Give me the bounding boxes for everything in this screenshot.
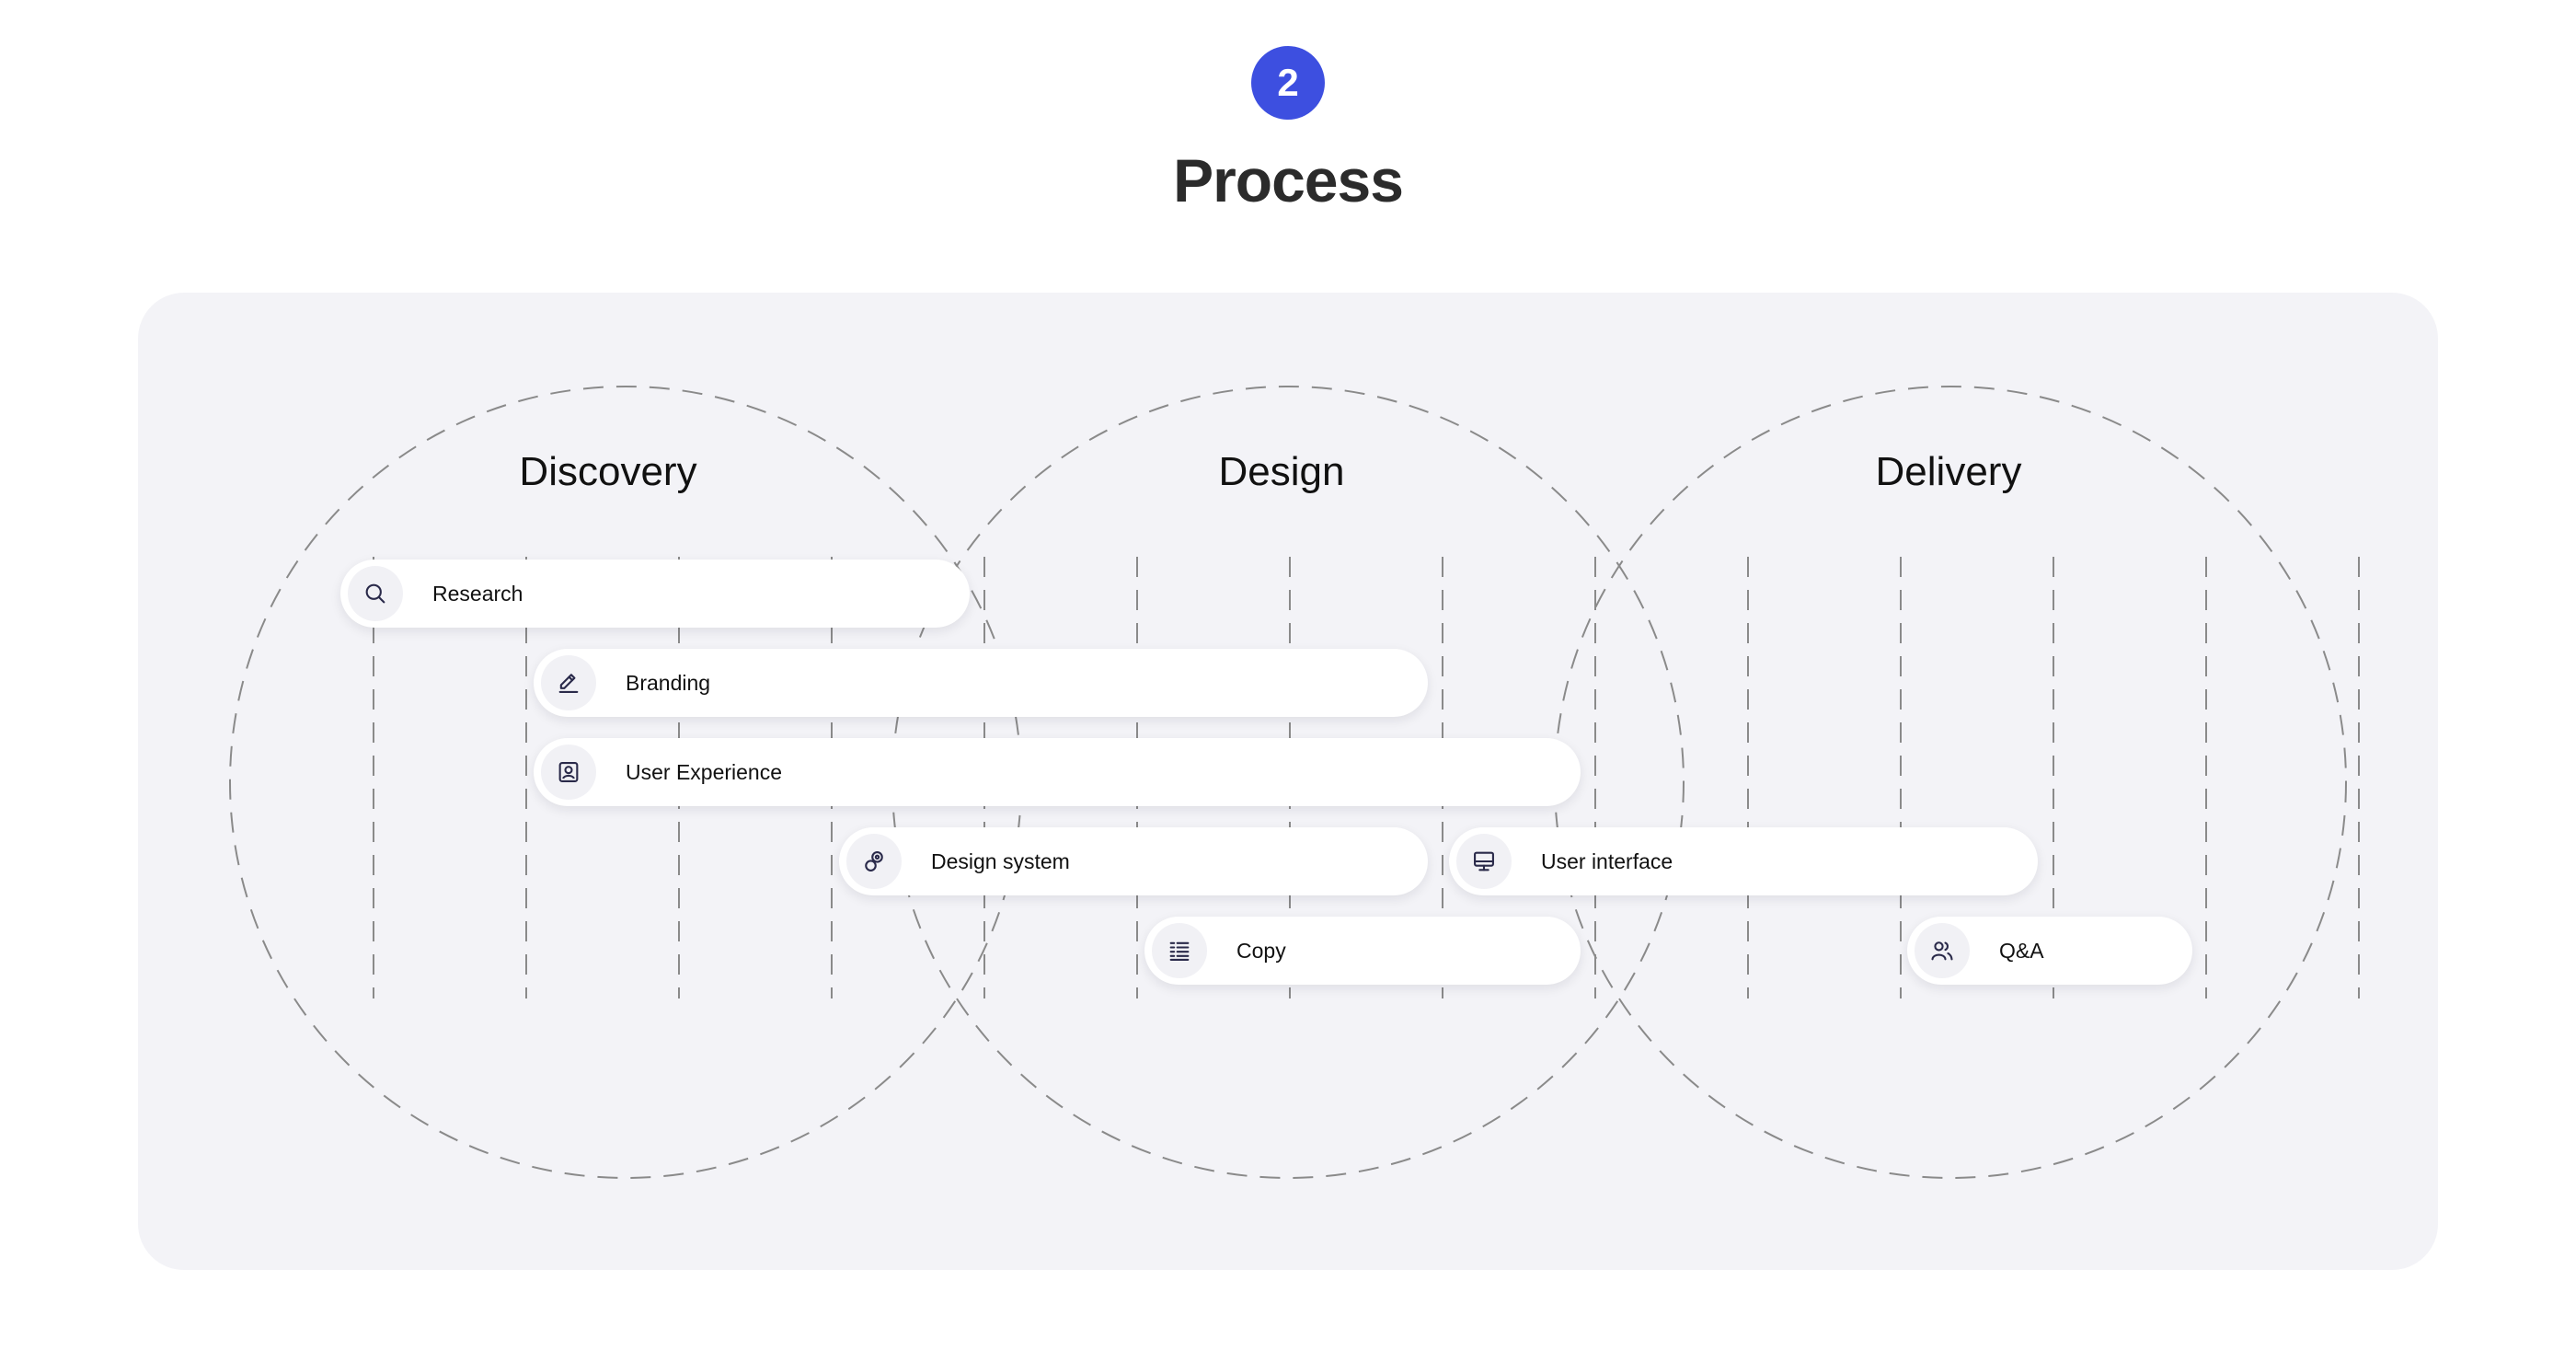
copy-icon-badge	[1152, 923, 1207, 978]
phase-title-design: Design	[1218, 449, 1345, 494]
task-bar-research: Research	[340, 560, 970, 628]
phase-title-discovery: Discovery	[519, 449, 697, 494]
task-bar-branding: Branding	[534, 649, 1428, 717]
delivery-phase-circle	[1554, 386, 2347, 1179]
task-bar-user-interface: User interface	[1449, 827, 2038, 895]
users-icon	[1931, 941, 1953, 961]
task-label-research: Research	[432, 581, 523, 606]
task-label-copy: Copy	[1236, 938, 1286, 963]
task-label-user-interface: User interface	[1541, 848, 1673, 873]
task-label-qa: Q&A	[1999, 938, 2044, 963]
task-label-branding: Branding	[626, 670, 711, 695]
task-bar-user-experience: User Experience	[534, 738, 1581, 806]
phase-title-delivery: Delivery	[1875, 449, 2022, 494]
monitor-icon	[1474, 851, 1494, 871]
step-number-badge: 2	[1251, 46, 1325, 120]
task-label-design-system: Design system	[931, 848, 1070, 873]
research-icon-badge	[348, 566, 403, 621]
task-bar-design-system: Design system	[839, 827, 1428, 895]
user-interface-icon-badge	[1456, 834, 1512, 889]
qa-icon-badge	[1915, 923, 1970, 978]
user-experience-icon-badge	[541, 744, 596, 800]
page-title: Process	[1173, 146, 1404, 214]
branding-icon-badge	[541, 655, 596, 710]
task-bar-copy: Copy	[1144, 917, 1581, 985]
user-portrait-icon	[558, 762, 579, 782]
text-lines-icon	[1169, 941, 1190, 961]
components-icon	[865, 851, 883, 871]
search-icon	[365, 583, 385, 604]
design-system-icon-badge	[846, 834, 902, 889]
task-bar-qa: Q&A	[1907, 917, 2192, 985]
task-label-user-experience: User Experience	[626, 759, 783, 784]
pencil-icon	[558, 674, 579, 693]
